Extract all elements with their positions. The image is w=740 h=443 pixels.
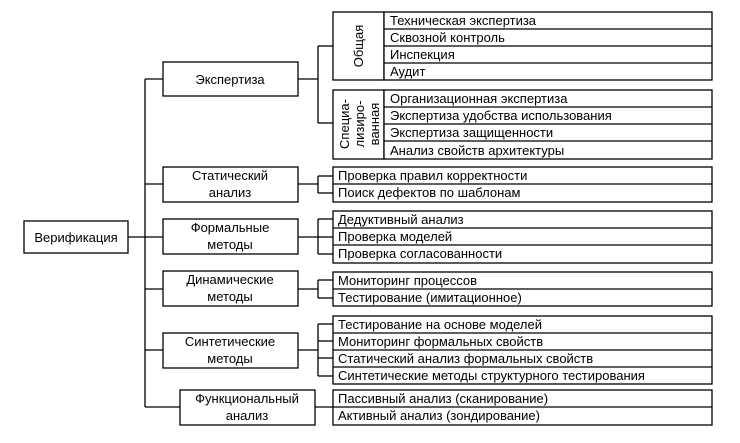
category-functional-analysis [179,389,316,426]
category-functional-label-2: анализ [226,408,268,423]
category-static-label-1: Статический [192,168,268,183]
item-formal: Проверка согласованности [338,246,502,261]
items-formal-box [332,210,713,264]
item-specialized: Экспертиза удобства использования [390,108,612,123]
category-expertise [162,61,299,97]
root-box [23,220,129,254]
subgroup-specialized-label-3: ванная [367,103,382,146]
item-dynamic: Мониторинг процессов [338,273,477,288]
subgroup-specialized-label-2: лизиро- [352,101,367,148]
category-expertise-label: Экспертиза [195,72,265,87]
item-synthetic: Тестирование на основе моделей [338,317,542,332]
category-dynamic-label-1: Динамические [186,272,273,287]
item-functional: Активный анализ (зондирование) [338,408,540,423]
subgroup-specialized-label-1: Специа- [337,99,352,149]
category-functional-label-1: Функциональный [195,391,299,406]
category-synthetic-label-1: Синтетические [185,334,275,349]
item-synthetic: Мониторинг формальных свойств [338,334,543,349]
item-static: Проверка правил корректности [338,168,527,183]
item-specialized: Экспертиза защищенности [390,125,553,140]
item-synthetic: Синтетические методы структурного тестир… [338,368,645,383]
category-dynamic-label-2: методы [207,289,252,304]
item-specialized: Анализ свойств архитектуры [390,143,564,158]
item-formal: Дедуктивный анализ [338,212,464,227]
category-static-label-2: анализ [209,185,251,200]
item-functional: Пассивный анализ (сканирование) [338,391,548,406]
category-synthetic-methods [162,332,299,369]
category-formal-label-1: Формальные [191,220,270,235]
item-dynamic: Тестирование (имитационное) [338,290,522,305]
item-static: Поиск дефектов по шаблонам [338,185,521,200]
subgroup-specialized [332,89,385,160]
subgroup-general-label: Общая [351,25,366,68]
item-general: Техническая экспертиза [390,13,537,28]
category-formal-label-2: методы [207,237,252,252]
item-general: Инспекция [390,47,455,62]
item-general: Сквозной контроль [390,30,505,45]
item-synthetic: Статический анализ формальных свойств [338,351,593,366]
item-general: Аудит [390,64,425,79]
category-synthetic-label-2: методы [207,351,252,366]
item-formal: Проверка моделей [338,229,452,244]
root-label: Верификация [34,230,117,245]
item-specialized: Организационная экспертиза [390,91,568,106]
